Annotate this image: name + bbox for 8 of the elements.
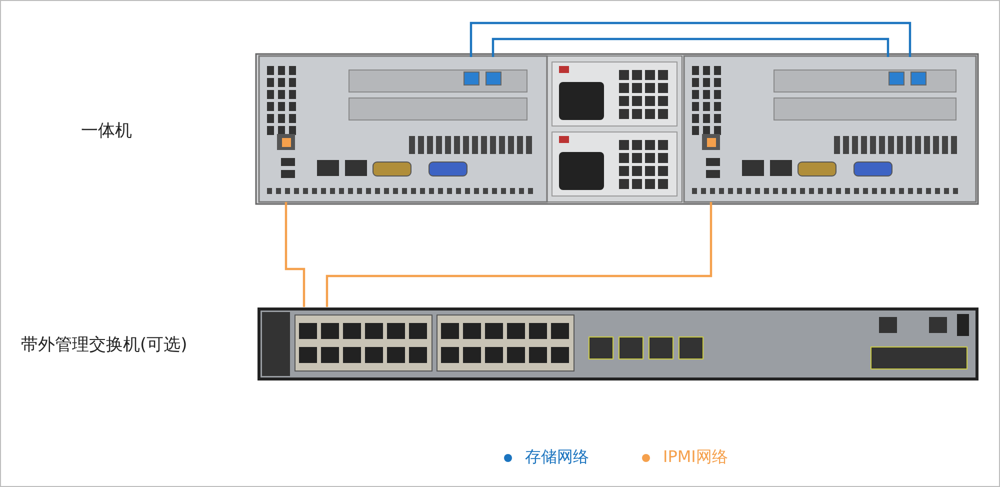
legend-text: 存储网络 <box>525 447 589 468</box>
cable-line <box>470 22 912 57</box>
cable-line <box>284 202 306 307</box>
cable-line <box>492 38 890 57</box>
device-label: 带外管理交换机(可选) <box>21 334 188 356</box>
legend-text: IPMI网络 <box>663 447 728 468</box>
device-label: 一体机 <box>81 120 132 142</box>
cable-line <box>326 202 712 307</box>
